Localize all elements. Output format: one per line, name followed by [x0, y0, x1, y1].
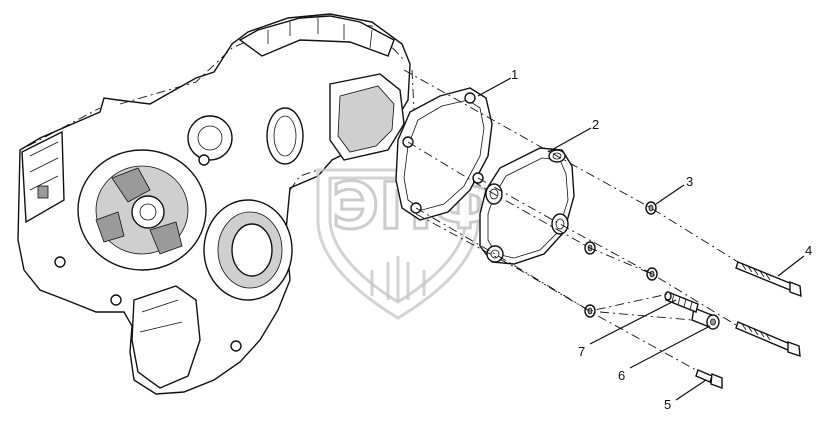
gasket	[395, 87, 493, 221]
callout-label-2: 2	[592, 117, 599, 132]
callout-label-5: 5	[664, 397, 671, 412]
long-bolt	[735, 321, 801, 358]
gear-housing	[17, 13, 415, 395]
spacer-sleeve	[691, 307, 720, 330]
callout-7: 7	[578, 299, 677, 359]
callout-label-3: 3	[686, 174, 693, 189]
callout-2: 2	[547, 117, 599, 153]
threaded-stud	[664, 291, 699, 313]
callout-5: 5	[664, 379, 707, 412]
callout-label-1: 1	[511, 67, 518, 82]
cover-plate	[479, 147, 575, 265]
short-bolt	[695, 369, 723, 389]
callout-4: 4	[777, 243, 812, 277]
callout-1: 1	[477, 67, 518, 97]
callout-label-6: 6	[618, 368, 625, 383]
callout-label-7: 7	[578, 344, 585, 359]
washer-group	[584, 201, 658, 318]
callout-label-4: 4	[805, 243, 812, 258]
callout-6: 6	[618, 325, 711, 383]
long-bolt	[735, 261, 802, 298]
callout-3: 3	[655, 174, 693, 205]
